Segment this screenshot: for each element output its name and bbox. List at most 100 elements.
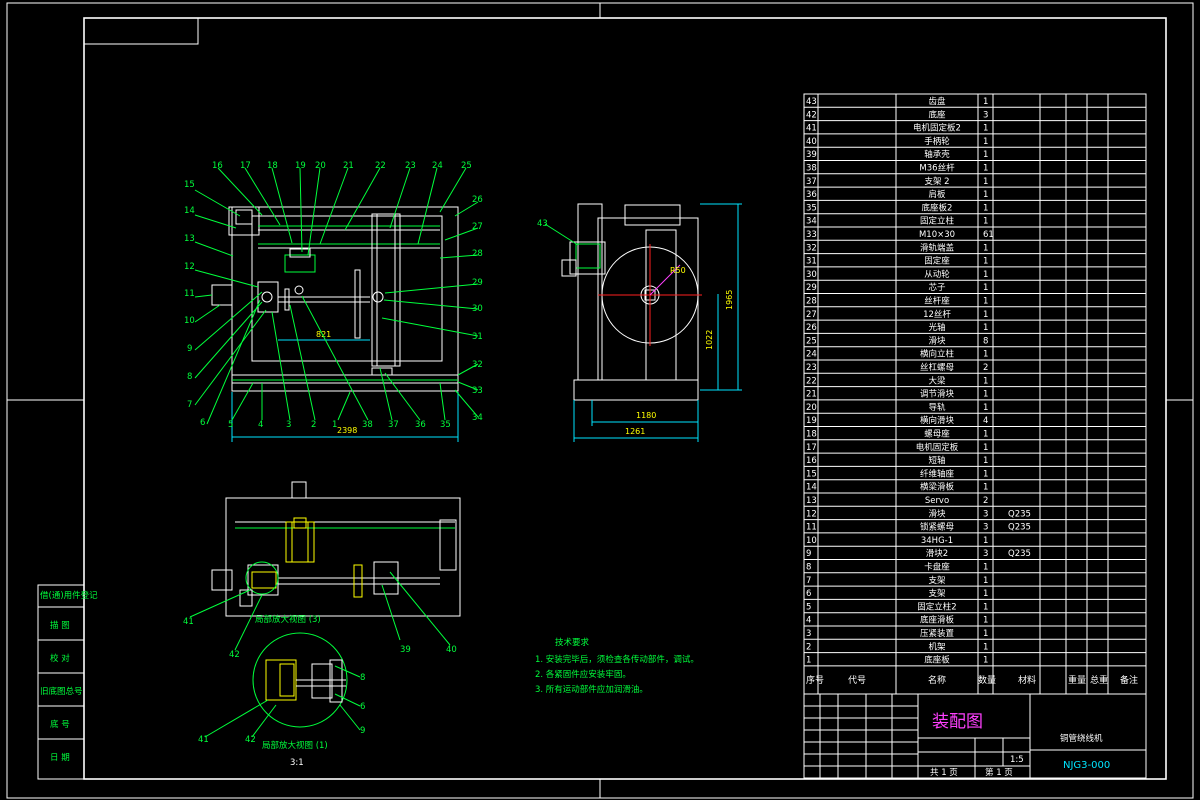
- balloon-39: 39: [400, 645, 411, 655]
- bom-name: 支架 2: [924, 176, 949, 187]
- bom-name: 固定座: [924, 256, 950, 267]
- bom-qty: 1: [983, 656, 988, 666]
- bom-header-code: 代号: [848, 675, 866, 686]
- bom-name: 底座板2: [922, 202, 953, 213]
- dim-side-h2: 1965: [725, 290, 734, 310]
- bom-name: M36丝杆: [919, 163, 955, 174]
- bom-name: 轴承壳: [924, 149, 950, 160]
- balloon-26: 26: [472, 195, 483, 205]
- balloon-5: 5: [228, 420, 233, 430]
- bom-no: 37: [806, 177, 817, 187]
- tech-line-2: 2. 各紧固件应安装牢固。: [535, 669, 631, 680]
- bom-name: 固定立柱: [920, 216, 955, 227]
- bom-qty: 1: [983, 270, 988, 280]
- balloon-10: 10: [184, 316, 195, 326]
- detail-balloon-8: 8: [360, 673, 365, 683]
- detail-balloon-41: 41: [198, 735, 209, 745]
- bom-name: M10×30: [919, 230, 955, 240]
- bom-name: 滑块: [928, 508, 946, 519]
- bom-name: 固定立柱2: [917, 601, 956, 612]
- bom-no: 25: [806, 336, 817, 346]
- reg-label-3: 旧底图总号: [40, 686, 83, 697]
- bom-no: 41: [806, 124, 817, 134]
- bom-qty: 1: [983, 602, 988, 612]
- bom-qty: 1: [983, 203, 988, 213]
- bom-no: 27: [806, 310, 817, 320]
- reg-label-1: 描 图: [50, 620, 70, 631]
- balloon-29: 29: [472, 278, 483, 288]
- balloon-21: 21: [343, 161, 354, 171]
- bom-qty: 1: [983, 124, 988, 134]
- reg-label-4: 底 号: [50, 719, 70, 730]
- bom-no: 9: [806, 549, 811, 559]
- bom-no: 42: [806, 110, 817, 120]
- left-registration-block: 借(通)用件登记 描 图 校 对 旧底图总号 底 号 日 期: [37, 584, 98, 780]
- bom-header-total: 总重: [1090, 674, 1108, 686]
- side-view: R50 1180 1261 1022 1965 43: [537, 203, 742, 442]
- bom-qty: 1: [983, 563, 988, 573]
- bom-no: 10: [806, 536, 817, 546]
- bom-material: Q235: [1008, 509, 1031, 519]
- balloon-19: 19: [295, 161, 306, 171]
- front-view-balloons: 16 17 18 19 20 21 22 23 24 25 15 14 13 1…: [184, 161, 483, 430]
- bom-name: Servo: [925, 496, 949, 506]
- balloon-35: 35: [440, 420, 451, 430]
- bom-no: 20: [806, 403, 817, 413]
- bom-name: 锁紧螺母: [920, 522, 954, 533]
- balloon-41: 41: [183, 617, 194, 627]
- bom-qty: 1: [983, 243, 988, 253]
- bom-qty: 1: [983, 137, 988, 147]
- front-view: 2398 821: [211, 206, 459, 442]
- bom-name: 电机固定板2: [913, 123, 961, 134]
- bom-no: 36: [806, 190, 817, 200]
- reg-label-5: 日 期: [50, 753, 70, 763]
- bom-name: 纤维轴座: [920, 468, 955, 479]
- balloon-17: 17: [240, 161, 251, 171]
- balloon-34: 34: [472, 413, 483, 423]
- bom-qty: 1: [983, 310, 988, 320]
- bom-name: 从动轮: [924, 269, 950, 280]
- bom-qty: 3: [983, 110, 988, 120]
- bom-no: 4: [806, 616, 811, 626]
- bom-qty: 3: [983, 523, 988, 533]
- bom-name: 支架: [928, 575, 946, 586]
- bom-header-name: 名称: [928, 674, 946, 686]
- bom-name: 横梁滑板: [920, 482, 955, 493]
- bom-qty: 1: [983, 283, 988, 293]
- bom-no: 40: [806, 137, 817, 147]
- detail-scale: 3:1: [290, 758, 304, 768]
- detail-label-2: 局部放大视图 (1): [262, 740, 328, 751]
- balloon-2: 2: [311, 420, 316, 430]
- bom-name: 短轴: [928, 455, 945, 466]
- bom-name: 底座板: [924, 655, 950, 666]
- bom-name: 齿盘: [928, 96, 946, 107]
- balloon-15: 15: [184, 180, 195, 190]
- bom-no: 3: [806, 629, 811, 639]
- bom-name: 滑块2: [926, 548, 948, 559]
- balloon-43: 43: [537, 219, 548, 229]
- detail-balloon-6: 6: [360, 702, 365, 712]
- bom-qty: 1: [983, 297, 988, 307]
- bom-qty: 1: [983, 150, 988, 160]
- drawing-scale: 1:5: [1010, 755, 1024, 765]
- bom-qty: 1: [983, 576, 988, 586]
- bom-qty: 1: [983, 190, 988, 200]
- bom-no: 30: [806, 270, 817, 280]
- bom-name: 34HG-1: [921, 536, 953, 546]
- balloon-14: 14: [184, 206, 195, 216]
- bom-qty: 1: [983, 642, 988, 652]
- balloon-11: 11: [184, 289, 195, 299]
- bom-header-no: 序号: [806, 674, 824, 686]
- bom-qty: 1: [983, 589, 988, 599]
- bom-name: 芯子: [928, 282, 946, 293]
- bom-no: 32: [806, 243, 817, 253]
- bom-no: 28: [806, 297, 817, 307]
- tech-title: 技术要求: [555, 637, 590, 648]
- bom-qty: 1: [983, 483, 988, 493]
- balloon-1: 1: [332, 420, 337, 430]
- bom-no: 33: [806, 230, 817, 240]
- bom-qty: 2: [983, 363, 988, 373]
- bom-qty: 61: [983, 230, 994, 240]
